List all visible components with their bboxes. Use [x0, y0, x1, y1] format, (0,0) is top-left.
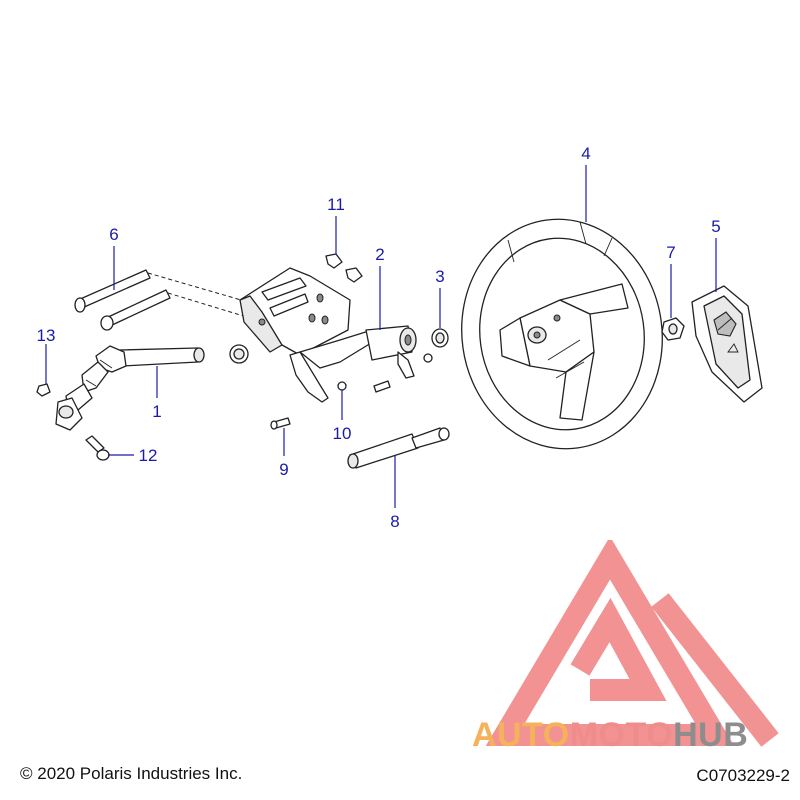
diagram-code: C0703229-2 [696, 766, 790, 785]
part-8-tilt-cylinder [347, 427, 450, 469]
part-1-steering-shaft [55, 345, 205, 431]
callout-11: 11 [327, 195, 345, 214]
copyright-text: © 2020 Polaris Industries Inc. [20, 764, 243, 783]
part-9-bolt [270, 417, 291, 430]
callout-8: 8 [390, 512, 399, 531]
part-5-center-cap [691, 285, 763, 403]
extra-bolt [373, 380, 391, 393]
callout-3: 3 [435, 267, 444, 286]
watermark-word-auto: AUTO [472, 716, 570, 754]
part-3-bushing [431, 328, 449, 348]
small-washer [423, 353, 433, 363]
callout-4: 4 [581, 144, 590, 163]
callout-7: 7 [666, 243, 675, 262]
callout-10: 10 [333, 424, 352, 443]
watermark-text: AUTOMOTOHUB [472, 716, 748, 755]
watermark-word-hub: HUB [673, 716, 749, 754]
watermark-logo [485, 540, 779, 747]
part-bushing-left [229, 344, 249, 364]
callout-6: 6 [109, 225, 118, 244]
part-7-nut [661, 317, 685, 341]
callout-2: 2 [375, 245, 384, 264]
callout-labels: 1 2 3 4 5 6 7 8 9 10 11 12 13 [37, 144, 721, 531]
part-10-washer [337, 381, 347, 391]
callout-13: 13 [37, 326, 56, 345]
part-2-mount-bracket [239, 267, 417, 403]
callout-5: 5 [711, 217, 720, 236]
watermark-word-moto: MOTO [569, 716, 674, 754]
callout-1: 1 [152, 402, 161, 421]
leader-lines [45, 165, 717, 508]
callout-9: 9 [279, 460, 288, 479]
callout-12: 12 [139, 446, 158, 465]
part-13-nut [36, 383, 51, 397]
part-6-bolts [74, 269, 251, 331]
part-12-bolt [85, 435, 110, 461]
part-4-steering-wheel [461, 218, 663, 450]
part-11-nuts [325, 253, 363, 283]
